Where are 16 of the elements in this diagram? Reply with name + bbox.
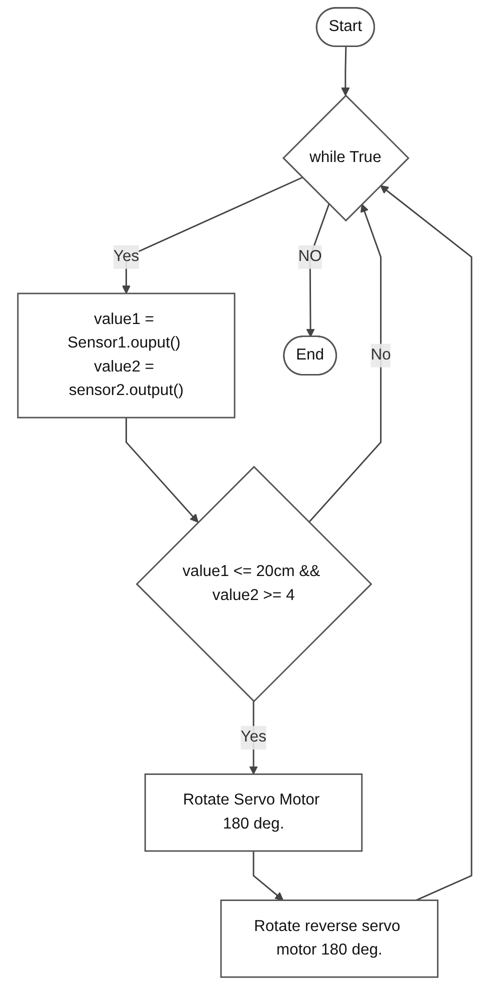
node-box: Rotate reverse servo motor 180 deg. [220,900,438,978]
arrow [380,185,472,901]
node-box: Rotate Servo Motor 180 deg. [144,773,362,852]
arrow [306,204,330,338]
node-box: value1 = Sensor1.ouput() value2 = sensor2.output() [16,292,236,418]
arrow [125,418,198,523]
node-diamond: while True [282,94,410,222]
arrow [122,176,302,294]
edge-label: Yes [240,728,266,746]
node-diamond: value1 <= 20cm && value2 >= 4 [136,466,372,702]
arrow [308,204,382,523]
edge-label: No [370,346,391,364]
edge-label: Yes [113,248,139,265]
arrow [252,851,284,901]
edge-label: NO [298,248,322,265]
arrow [340,46,350,96]
